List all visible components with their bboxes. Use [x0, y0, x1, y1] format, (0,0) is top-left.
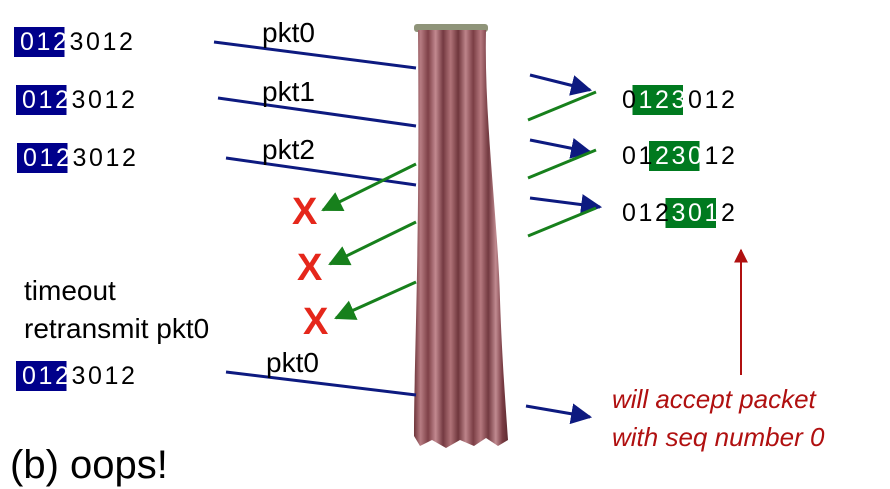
receiver-row-0-seq-2: 2 [655, 86, 669, 114]
retransmit-label: retransmit pkt0 [24, 313, 209, 344]
caption: (b) oops! [10, 443, 168, 487]
receiver-row-0-window [632, 85, 683, 115]
receiver-row-2-seq-0: 0 [622, 199, 636, 227]
receiver-row-1-seq-6: 2 [721, 142, 735, 170]
sender-row-3-seq-6: 2 [121, 362, 135, 390]
sender-row-0-seq-0: 0 [20, 28, 34, 56]
sender-row-1-seq-3: 3 [72, 86, 86, 114]
receiver-row-0-seq-4: 0 [688, 86, 702, 114]
sender-row-2-seq-0: 0 [23, 144, 37, 172]
receiver-row-1-seq-1: 1 [639, 142, 653, 170]
loss-marker-1: X [292, 191, 318, 233]
sender-row-2-seq-5: 1 [106, 144, 120, 172]
sender-row-2-window [17, 143, 68, 173]
ack-arrow-3-out [527, 206, 597, 238]
sender-row-3-seq-4: 0 [88, 362, 102, 390]
sender-row-2-seq-6: 2 [122, 144, 136, 172]
pkt-label-3: pkt0 [266, 347, 319, 378]
ack-arrow-2-in [328, 220, 417, 266]
sender-row-0-seq-2: 2 [53, 28, 67, 56]
receiver-row-1-seq-0: 0 [622, 142, 636, 170]
sender-row-3-seq-1: 1 [39, 362, 53, 390]
pkt-label-0: pkt0 [262, 17, 315, 48]
pkt-label-1: pkt1 [262, 76, 315, 107]
receiver-row-2-seq-2: 2 [655, 199, 669, 227]
sender-row-3-seq-3: 3 [72, 362, 86, 390]
sender-row-3-seq-2: 2 [55, 362, 69, 390]
sender-row-1-seq-6: 2 [121, 86, 135, 114]
receiver-row-2-seq-6: 2 [721, 199, 735, 227]
sender-row-1-seq-5: 1 [105, 86, 119, 114]
sender-row-2-seq-4: 0 [89, 144, 103, 172]
sender-row-3-window [16, 361, 67, 391]
data-arrow-pkt0-in [213, 40, 417, 70]
ack-arrow-2-out [527, 148, 597, 180]
sender-row-0-seq-1: 1 [37, 28, 51, 56]
receiver-row-1-seq-2: 2 [655, 142, 669, 170]
sender-row-0-seq-6: 2 [119, 28, 133, 56]
receiver-row-0-seq-1: 1 [639, 86, 653, 114]
sender-row-2-seq-1: 1 [40, 144, 54, 172]
sender-row-3-seq-5: 1 [105, 362, 119, 390]
sender-row-0-window [14, 27, 65, 57]
receiver-row-1-seq-5: 1 [705, 142, 719, 170]
data-arrow-pkt2-out [529, 194, 603, 216]
receiver-row-0-seq-6: 2 [721, 86, 735, 114]
data-arrow-pkt0-out [529, 73, 593, 96]
curtain-fabric [414, 30, 508, 448]
sender-row-1-seq-2: 2 [55, 86, 69, 114]
curtain-illustration [414, 24, 508, 448]
data-arrow-retx-out [525, 403, 593, 425]
sender-row-1-seq-0: 0 [22, 86, 36, 114]
sender-row-1-window [16, 85, 67, 115]
arrows [213, 40, 603, 425]
receiver-row-0-seq-3: 3 [672, 86, 686, 114]
sender-row-2-seq-3: 3 [73, 144, 87, 172]
receiver-row-0-seq-0: 0 [622, 86, 636, 114]
sender-row-1-seq-4: 0 [88, 86, 102, 114]
receiver-row-0-seq-5: 1 [705, 86, 719, 114]
ack-arrow-1-in [321, 162, 417, 212]
annotation-line-1: will accept packet [612, 384, 818, 414]
sender-row-2-seq-2: 2 [56, 144, 70, 172]
ack-arrow-1-out [527, 90, 597, 122]
timeout-label: timeout [24, 275, 116, 306]
sender-row-3-seq-0: 0 [22, 362, 36, 390]
loss-marker-3: X [303, 301, 329, 343]
receiver-row-1-seq-3: 3 [672, 142, 686, 170]
receiver-row-2-window [665, 198, 716, 228]
sender-row-0-seq-5: 1 [103, 28, 117, 56]
receiver-row-2-seq-5: 1 [705, 199, 719, 227]
receiver-row-2-seq-4: 0 [688, 199, 702, 227]
annotation-line-2: with seq number 0 [612, 422, 825, 452]
receiver-row-1-seq-4: 0 [688, 142, 702, 170]
sender-row-0-seq-3: 3 [70, 28, 84, 56]
data-arrow-pkt1-in [217, 96, 417, 128]
data-arrow-pkt1-out [529, 137, 593, 159]
ack-arrow-3-in [334, 280, 417, 320]
data-arrow-retx-in [225, 370, 417, 397]
receiver-row-2-seq-3: 3 [672, 199, 686, 227]
sender-row-0-seq-4: 0 [86, 28, 100, 56]
pkt-label-2: pkt2 [262, 134, 315, 165]
sender-row-1-seq-1: 1 [39, 86, 53, 114]
receiver-row-2-seq-1: 1 [639, 199, 653, 227]
data-arrow-pkt2-in [225, 156, 417, 187]
loss-marker-2: X [297, 247, 323, 289]
receiver-row-1-window [649, 141, 700, 171]
